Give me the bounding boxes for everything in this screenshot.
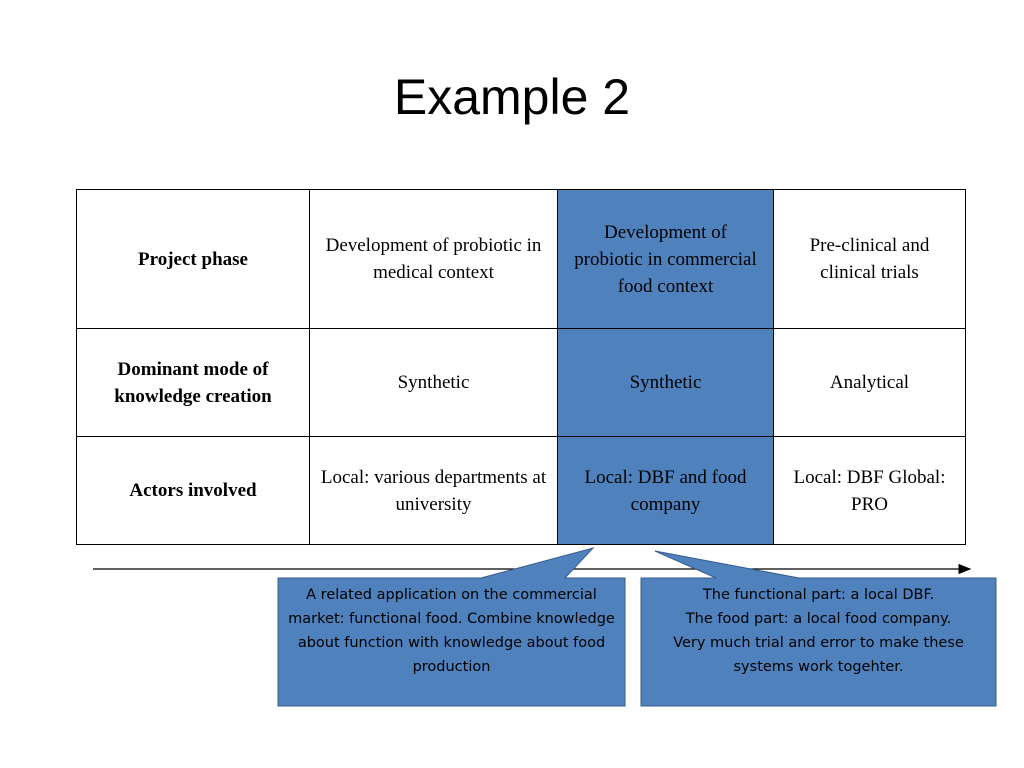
table-cell-highlighted: Local: DBF and food company bbox=[557, 436, 774, 545]
callout-right-text: The functional part: a local DBF. The fo… bbox=[645, 583, 992, 679]
table-cell-highlighted: Synthetic bbox=[557, 328, 774, 437]
callout-right-line-3: Very much trial and error to make these … bbox=[673, 635, 964, 675]
table-cell: Local: various departments at university bbox=[309, 436, 558, 545]
table-cell: Development of probiotic in medical cont… bbox=[309, 189, 558, 329]
callout-left-text: A related application on the commercial … bbox=[288, 587, 615, 675]
table-cell: Local: DBF Global: PRO bbox=[773, 436, 966, 545]
table-row-knowledge-mode: Dominant mode of knowledge creation Synt… bbox=[76, 328, 966, 437]
row-header-actors: Actors involved bbox=[76, 436, 310, 545]
table-cell: Pre-clinical and clinical trials bbox=[773, 189, 966, 329]
table-row-actors: Actors involved Local: various departmen… bbox=[76, 436, 966, 545]
table-cell: Analytical bbox=[773, 328, 966, 437]
project-phase-table: Project phase Development of probiotic i… bbox=[76, 189, 966, 545]
slide-title: Example 2 bbox=[393, 69, 631, 125]
row-header-knowledge-mode: Dominant mode of knowledge creation bbox=[76, 328, 310, 437]
callout-right-line-2: The food part: a local food company. bbox=[685, 611, 952, 627]
table-row-project-phase: Project phase Development of probiotic i… bbox=[76, 189, 966, 329]
table-cell-highlighted: Development of probiotic in commercial f… bbox=[557, 189, 774, 329]
table-cell: Synthetic bbox=[309, 328, 558, 437]
callout-right-line-1: The functional part: a local DBF. bbox=[702, 587, 935, 603]
row-header-project-phase: Project phase bbox=[76, 189, 310, 329]
